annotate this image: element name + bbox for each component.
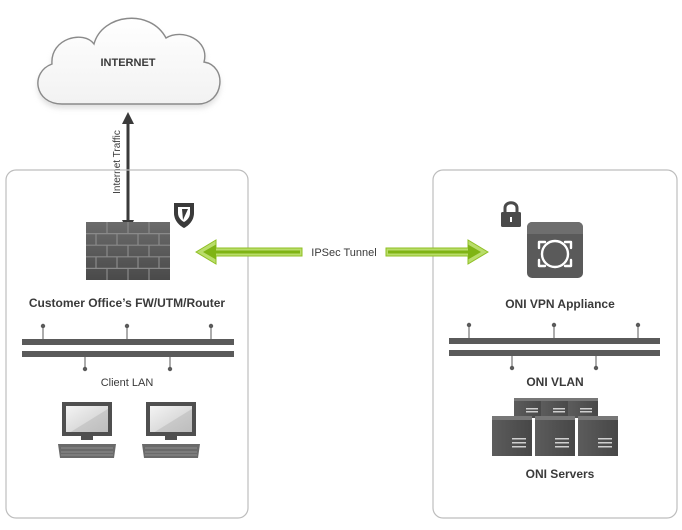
oni-vlan-bus [449,322,660,371]
cloud-icon [37,17,221,109]
lock-icon [501,201,521,227]
server-icon [514,398,544,418]
server-icon [492,416,532,456]
internet-traffic-arrow [122,112,134,232]
vpn-appliance-label: ONI VPN Appliance [505,297,615,311]
internet-traffic-label: Internet Traffic [112,130,123,194]
desktop-computer-icon [58,402,116,458]
ipsec-tunnel-label: IPSec Tunnel [311,247,376,259]
server-icon [568,398,598,418]
oni-site-box [432,169,678,519]
firewall-label: Customer Office’s FW/UTM/Router [29,296,226,310]
internet-label: INTERNET [101,57,156,69]
customer-site-box [5,169,249,519]
ipsec-tunnel-arrow [195,239,489,265]
shield-icon [174,203,194,228]
client-lan-bus [22,323,234,372]
server-icon [578,416,618,456]
oni-servers-label: ONI Servers [526,467,595,481]
desktop-computer-icon [142,402,200,458]
brick-wall-icon [86,222,170,280]
oni-vlan-label: ONI VLAN [526,375,583,389]
server-icon [535,416,575,456]
servers-group [492,398,618,456]
vpn-appliance-icon [527,222,583,278]
server-icon [541,398,571,418]
client-lan-label: Client LAN [101,377,154,389]
